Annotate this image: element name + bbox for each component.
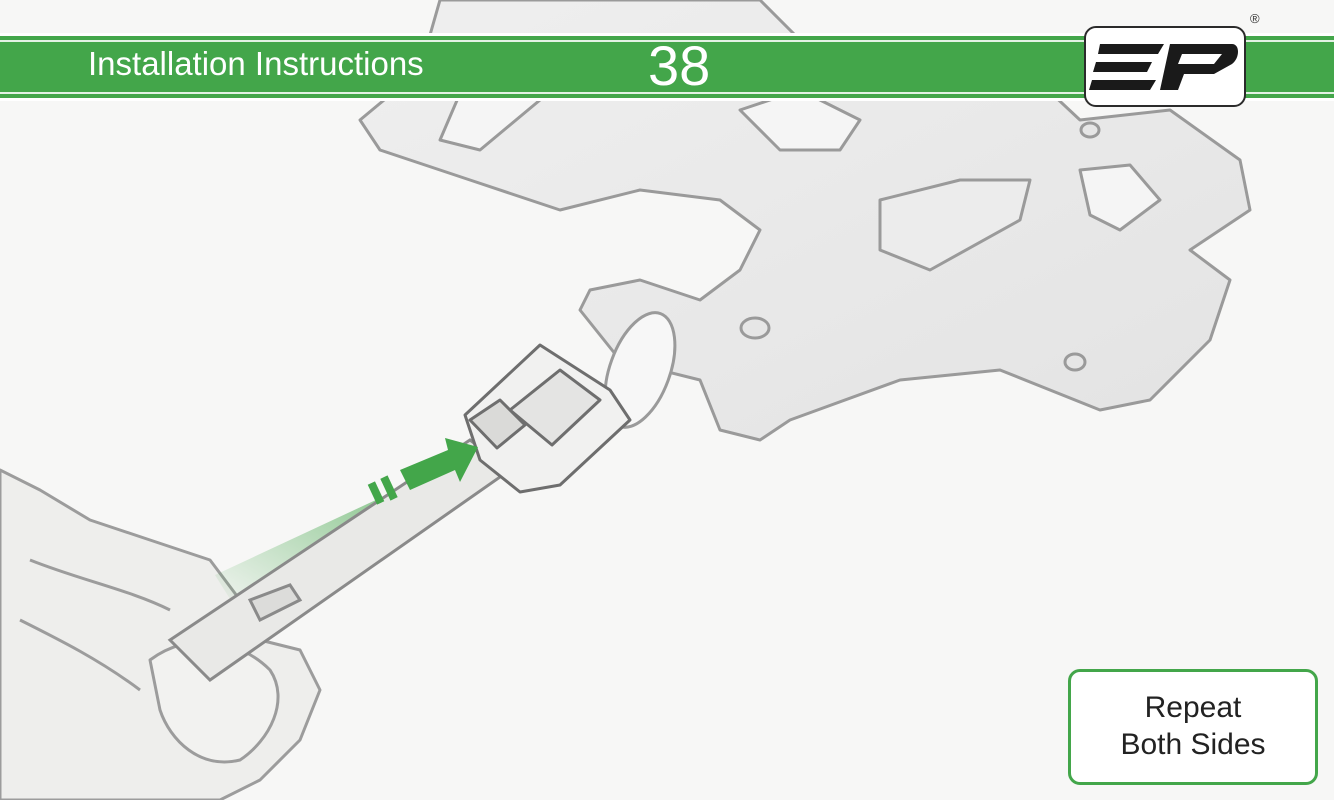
repeat-callout-line-1: Repeat	[1145, 690, 1242, 727]
brand-logo	[1084, 26, 1246, 107]
ep-logo-icon	[1086, 28, 1244, 105]
repeat-callout: Repeat Both Sides	[1068, 669, 1318, 785]
page-number: 38	[648, 38, 710, 94]
page-title: Installation Instructions	[88, 47, 424, 80]
repeat-callout-line-2: Both Sides	[1120, 727, 1265, 764]
registered-mark: ®	[1250, 12, 1260, 25]
